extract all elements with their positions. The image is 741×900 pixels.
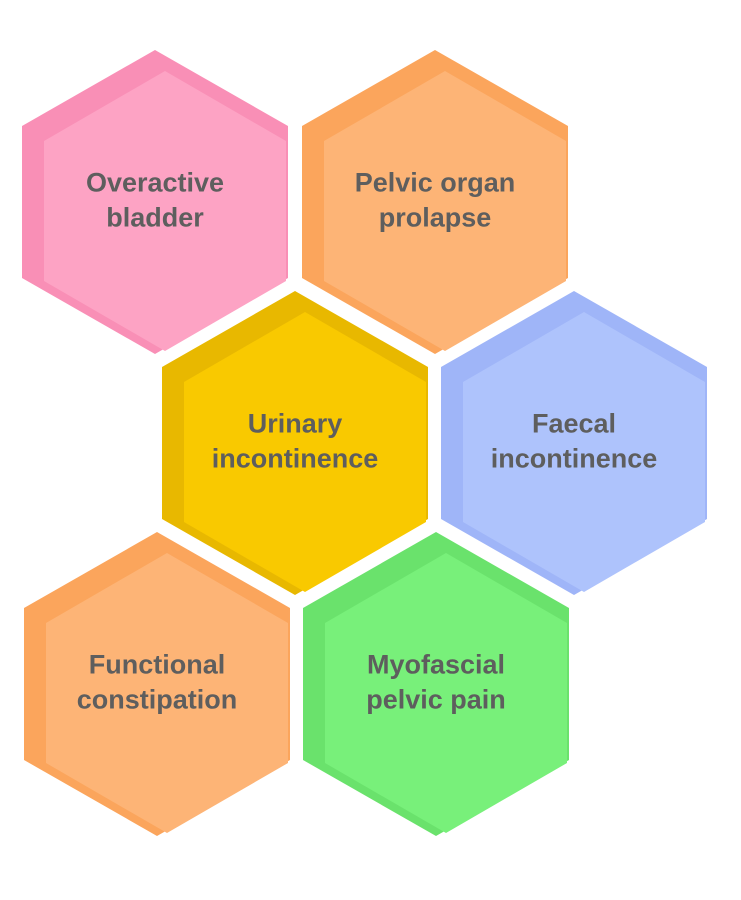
- hexagon-myofascial-pelvic-pain: Myofascial pelvic pain: [303, 532, 569, 836]
- hexagon-faecal-incontinence: Faecal incontinence: [441, 291, 707, 595]
- hexagon-pelvic-organ-prolapse: Pelvic organ prolapse: [302, 50, 568, 354]
- hexagon-highlight: [184, 312, 426, 592]
- hexagon-label-line-1: Functional: [89, 650, 226, 680]
- hexagon-label-line-1: Urinary: [248, 409, 343, 439]
- hexagon-label-line-1: Overactive: [86, 168, 224, 198]
- hexagon-label-line-2: constipation: [77, 685, 238, 715]
- hexagon-urinary-incontinence: Urinary incontinence: [162, 291, 428, 595]
- hexagon-functional-constipation: Functional constipation: [24, 532, 290, 836]
- hexagon-highlight: [463, 312, 705, 592]
- hexagon-label-line-2: pelvic pain: [366, 685, 506, 715]
- hexagon-label-line-2: incontinence: [212, 444, 379, 474]
- hexagon-overactive-bladder: Overactive bladder: [22, 50, 288, 354]
- hexagon-label-line-1: Faecal: [532, 409, 616, 439]
- hexagon-label-line-2: bladder: [106, 203, 204, 233]
- hexagon-highlight: [44, 71, 286, 351]
- hexagon-label-line-2: prolapse: [379, 203, 492, 233]
- hexagon-highlight: [324, 71, 566, 351]
- hexagon-label-line-1: Pelvic organ: [355, 168, 516, 198]
- hexagon-label-line-1: Myofascial: [367, 650, 505, 680]
- hexagon-highlight: [46, 553, 288, 833]
- hexagon-label-line-2: incontinence: [491, 444, 658, 474]
- hexagon-highlight: [325, 553, 567, 833]
